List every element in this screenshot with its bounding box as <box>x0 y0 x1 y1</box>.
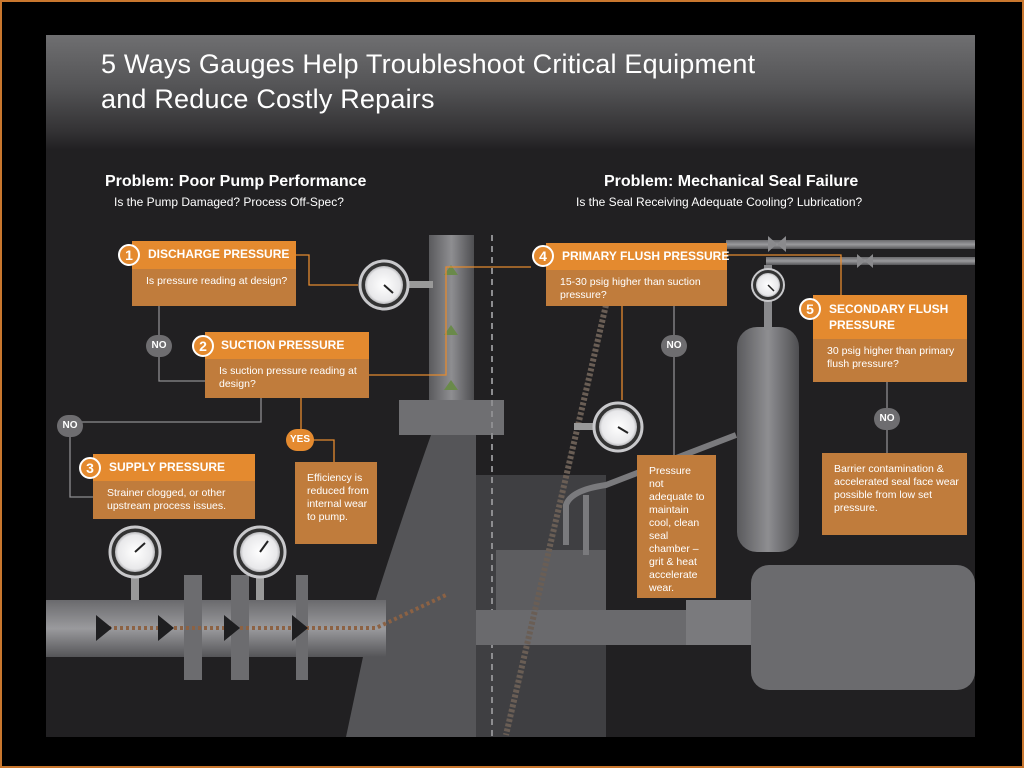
left-problem-subtitle: Is the Pump Damaged? Process Off-Spec? <box>114 195 344 209</box>
primary-flush-pressure-label: PRIMARY FLUSH PRESSURE <box>546 243 729 270</box>
seal-pot-reservoir <box>737 327 799 552</box>
no-badge: NO <box>874 408 900 430</box>
flow-arrow-icon <box>96 615 308 641</box>
motor-housing <box>751 565 975 690</box>
infographic-panel: 5 Ways Gauges Help Troubleshoot Critical… <box>46 35 975 737</box>
pump-flange <box>399 400 504 435</box>
suction-pressure-label: SUCTION PRESSURE <box>205 332 369 359</box>
callout-connectors <box>296 254 842 462</box>
step-1-badge: 1 <box>118 244 140 266</box>
pump-volute <box>346 435 476 737</box>
pressure-gauge-icon <box>751 268 785 302</box>
efficiency-outcome: Efficiency is reduced from internal wear… <box>295 462 377 544</box>
page-title-line-2: and Reduce Costly Repairs <box>101 84 435 114</box>
secondary-flush-pressure-question: 30 psig higher than primary flush pressu… <box>813 339 967 382</box>
bearing-housing <box>686 600 756 645</box>
right-problem-title: Problem: Mechanical Seal Failure <box>604 173 859 190</box>
page-title-line-1: 5 Ways Gauges Help Troubleshoot Critical… <box>101 49 756 79</box>
header-band <box>46 35 975 150</box>
pressure-not-adequate-outcome: Pressure not adequate to maintain cool, … <box>637 455 716 598</box>
no-badge: NO <box>57 415 83 437</box>
yes-badge: YES <box>286 429 314 451</box>
no-badge: NO <box>661 335 687 357</box>
primary-flush-pressure-question: 15-30 psig higher than suction pressure? <box>546 270 727 306</box>
pressure-gauge-icon <box>358 259 433 311</box>
step-3-badge: 3 <box>79 457 101 479</box>
flush-pipe-upper <box>726 240 975 249</box>
suction-pressure-question: Is suction pressure reading at design? <box>205 359 369 398</box>
step-5-badge: 5 <box>799 298 821 320</box>
supply-pressure-note: Strainer clogged, or other upstream proc… <box>93 481 255 519</box>
secondary-flush-pressure-label: SECONDARY FLUSH PRESSURE <box>813 295 967 339</box>
discharge-pressure-question: Is pressure reading at design? <box>132 269 296 306</box>
no-badge: NO <box>146 335 172 357</box>
supply-pressure-label: SUPPLY PRESSURE <box>93 454 255 481</box>
right-problem-subtitle: Is the Seal Receiving Adequate Cooling? … <box>576 195 863 209</box>
valve-icon <box>768 236 873 268</box>
pump-illustration <box>46 235 975 737</box>
pump-shaft <box>476 610 726 645</box>
step-2-badge: 2 <box>192 335 214 357</box>
barrier-contamination-outcome: Barrier contamination & accelerated seal… <box>822 453 967 535</box>
pressure-gauge-icon <box>574 401 644 453</box>
step-4-badge: 4 <box>532 245 554 267</box>
left-problem-title: Problem: Poor Pump Performance <box>105 173 367 190</box>
pressure-gauge-icon <box>233 525 287 600</box>
discharge-pressure-label: DISCHARGE PRESSURE <box>132 241 296 269</box>
pressure-gauge-icon <box>108 525 162 600</box>
